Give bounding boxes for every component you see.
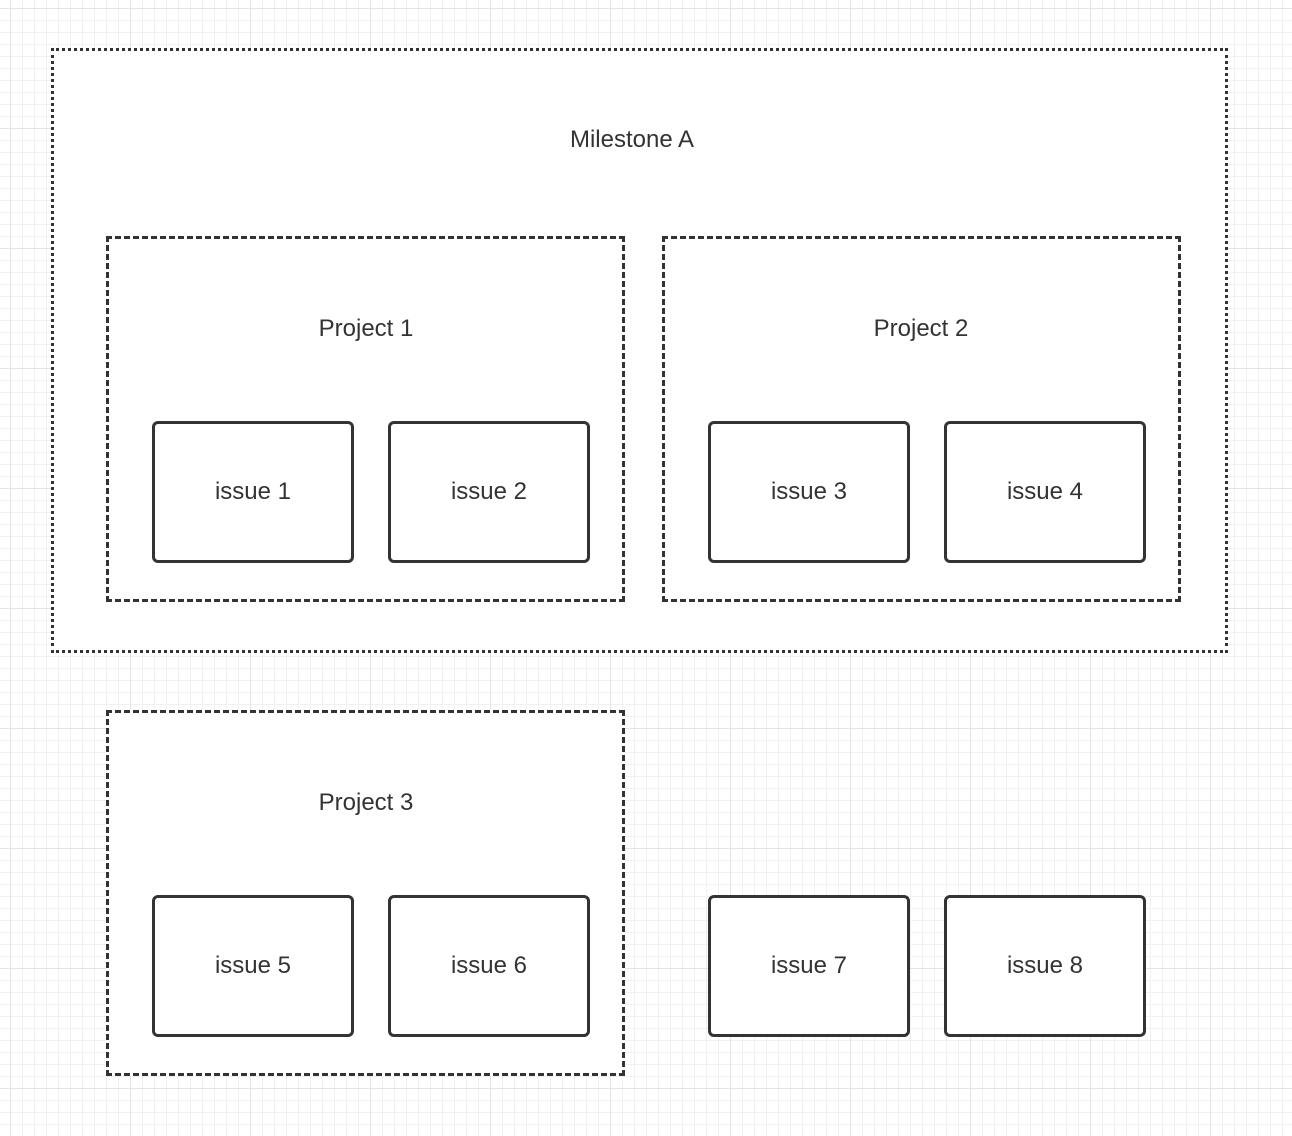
issue-4-box: issue 4 [944,421,1146,563]
project-2-label: Project 2 [873,315,969,342]
issue-8-box: issue 8 [944,895,1146,1037]
issue-6-box: issue 6 [388,895,590,1037]
issue-1-box: issue 1 [152,421,354,563]
issue-5-box: issue 5 [152,895,354,1037]
issue-3-box: issue 3 [708,421,910,563]
milestone-label: Milestone A [569,126,695,153]
issue-7-box: issue 7 [708,895,910,1037]
issue-2-box: issue 2 [388,421,590,563]
project-3-label: Project 3 [318,789,414,816]
project-1-label: Project 1 [318,315,414,342]
